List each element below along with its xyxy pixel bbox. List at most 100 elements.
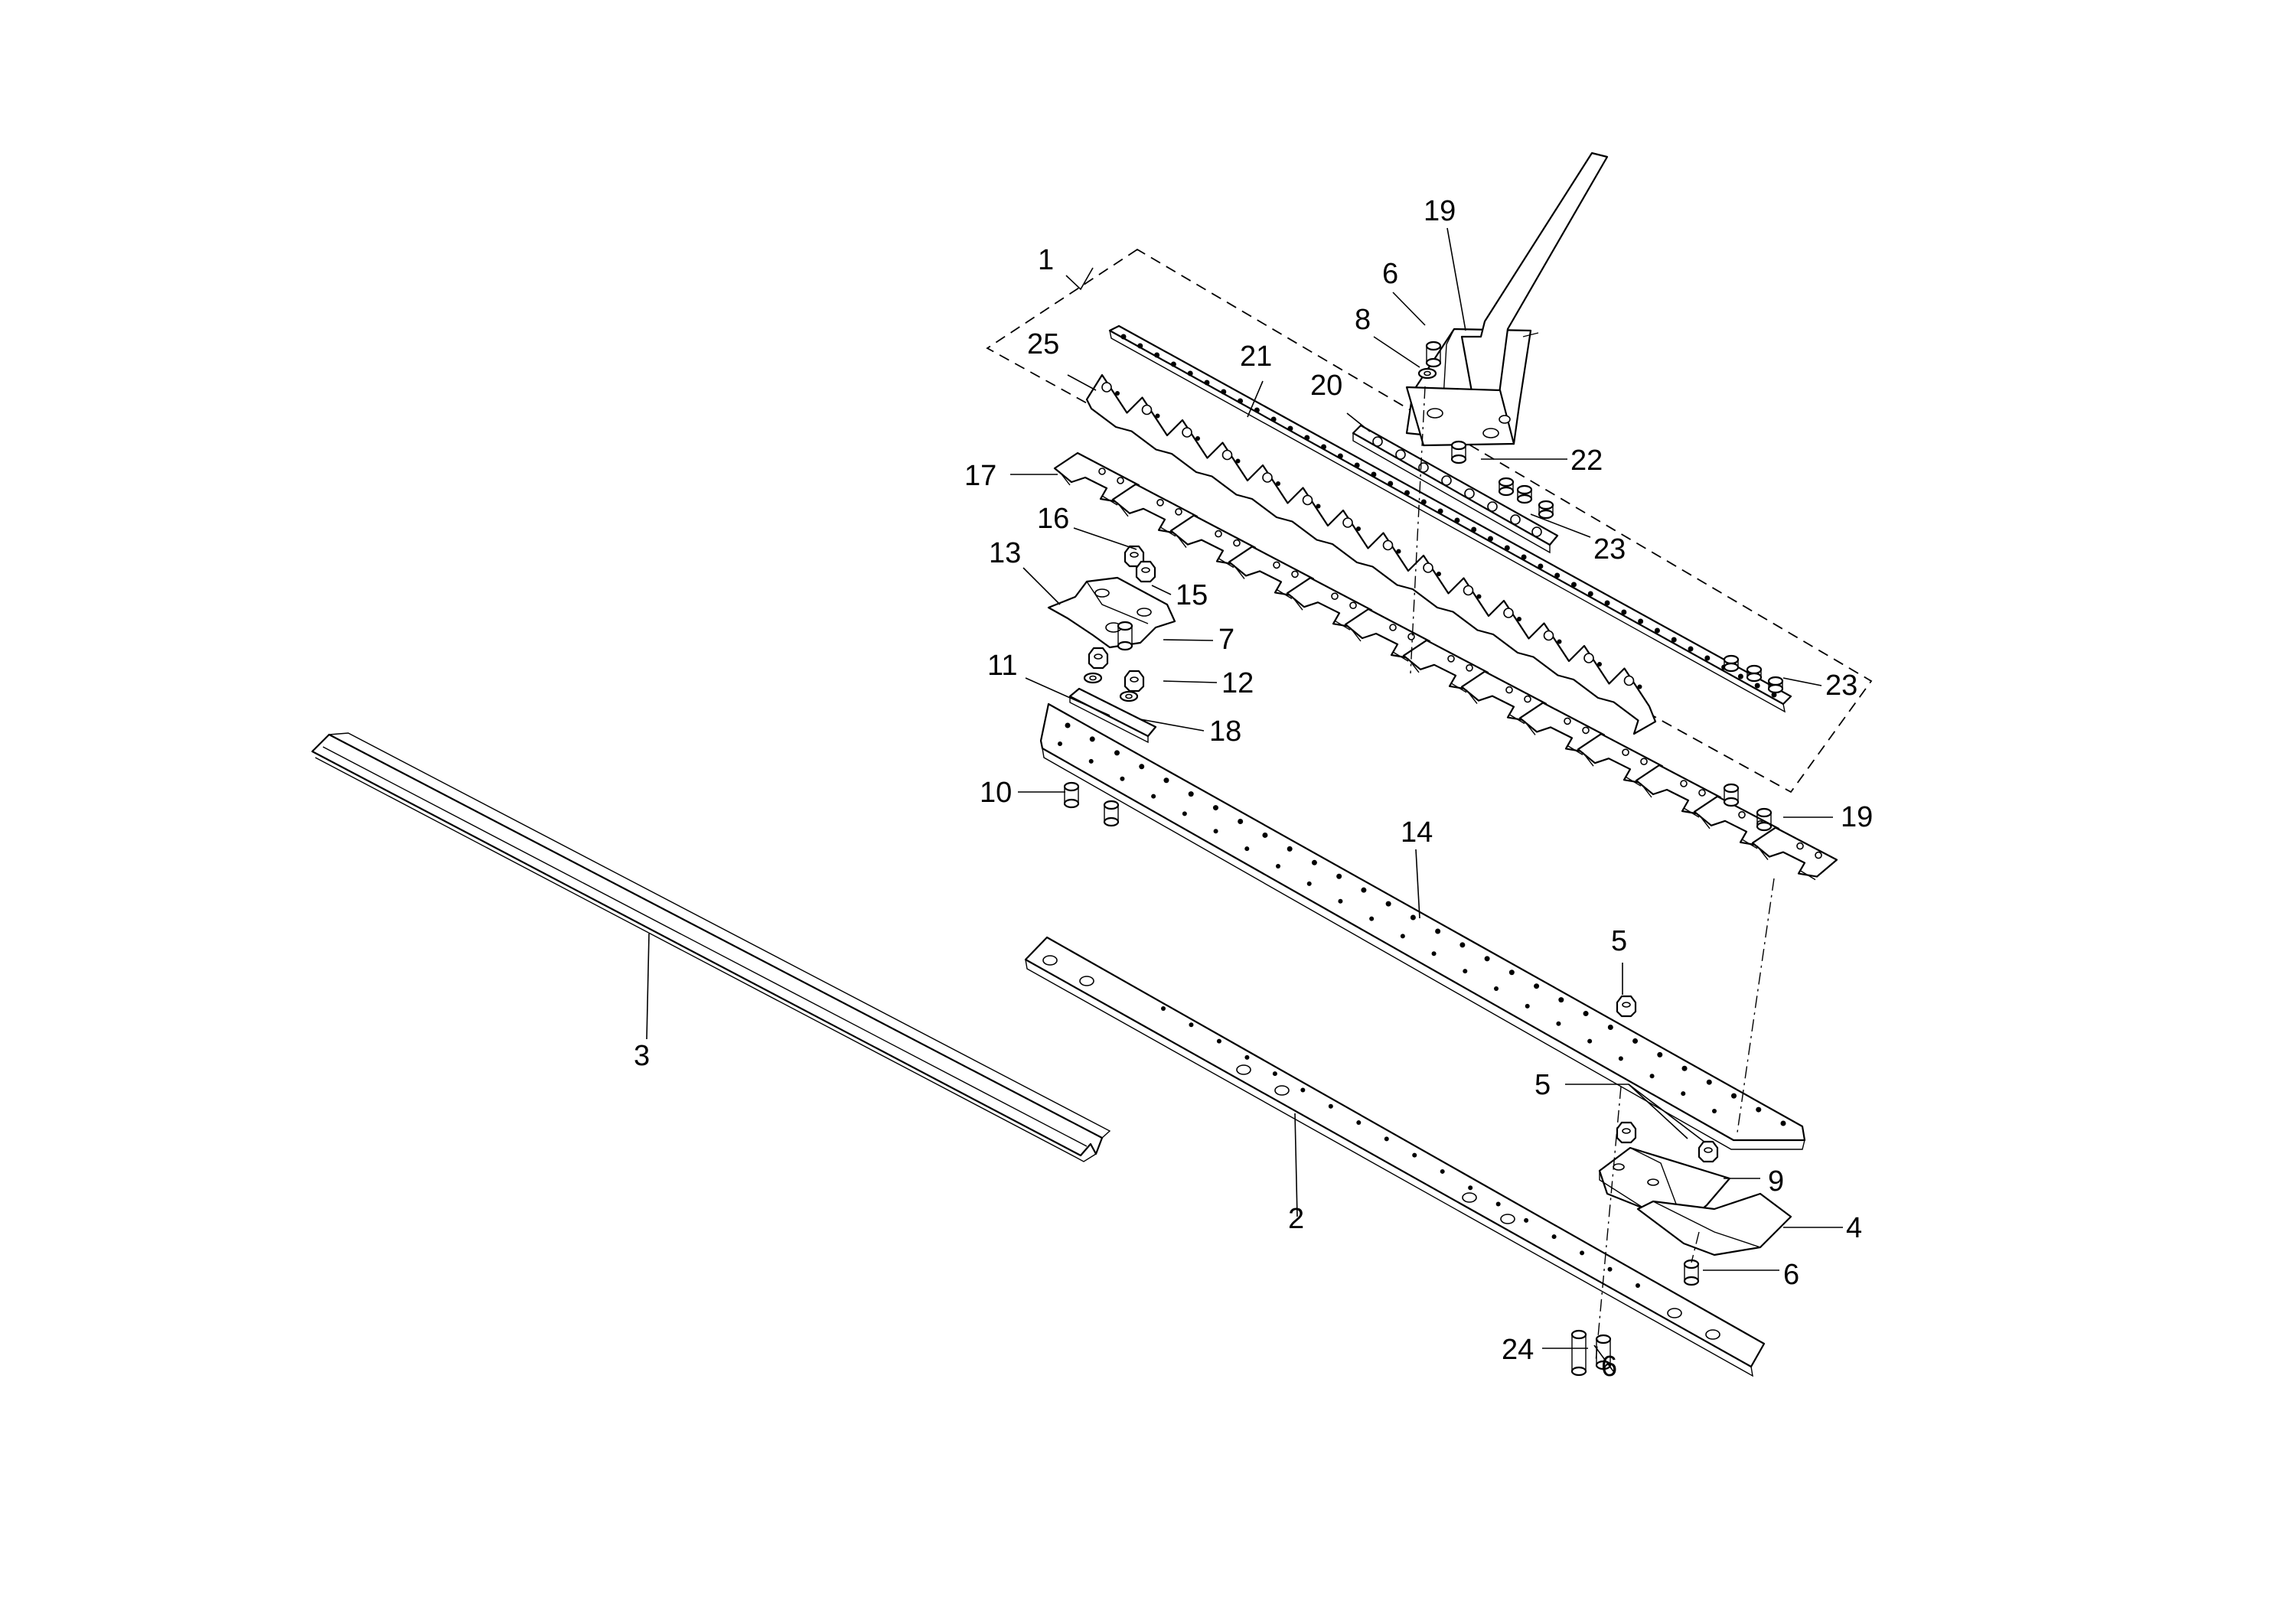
rivet-23f-end [1767,683,1784,694]
bar-hole [1204,380,1210,386]
bar-hole [1538,563,1544,569]
bar-hole [1388,481,1394,487]
callout-23b: 23 [1825,670,1857,702]
bar-hole [1262,832,1268,838]
part-25-sickle-sections [1085,373,1657,735]
section-rivet [1235,458,1241,464]
ledger-hole [1291,570,1299,578]
bar-hole [1328,1103,1333,1109]
bar-hole [1756,1106,1762,1113]
ledger-serration [1291,595,1351,631]
callout-5a: 5 [1611,925,1627,957]
section-rivet-hole [1623,675,1635,686]
alignment-line-1 [1410,386,1426,674]
alignment-line-2 [1737,878,1775,1133]
bar-hole [1065,722,1071,728]
nut-16-bore [1130,552,1139,558]
bar-hole [1681,1065,1688,1071]
ledger-serration [1175,533,1234,569]
bolt-15-bore [1141,567,1150,573]
section-rivet [1597,662,1602,666]
bar-hole [1487,536,1493,542]
callout-6c: 6 [1601,1351,1617,1383]
bar-hole [1244,1054,1250,1060]
section-rivet-hole [1221,449,1233,461]
bolt-24-shank [1571,1335,1587,1371]
part-4-wear-plate [1636,1192,1792,1256]
rivet-10a-shank [1064,787,1079,803]
ledger-hole [1389,624,1397,631]
callout-18: 18 [1209,715,1241,748]
washer-12a-bore [1089,675,1097,681]
rivet-23c [1538,500,1554,510]
ledger-hole [1640,758,1648,766]
bar-hole-large [1042,955,1058,966]
bolt-6-top-end [1425,357,1442,368]
bar-hole [1583,1011,1589,1017]
ledger-plate [1228,546,1315,597]
callout-4: 4 [1846,1212,1862,1244]
bar-hole [1337,453,1343,459]
bar-hole [1468,1185,1473,1191]
ledger-hole [1622,748,1629,757]
section-rivet [1356,526,1361,531]
washer-18-bore [1125,693,1133,699]
bar-hole [1321,444,1327,450]
bar-hole [1681,1091,1686,1097]
washer-8-bore [1424,370,1431,376]
section-rivet-hole [1382,539,1394,551]
ledger-hole [1349,601,1357,610]
section-rivet [1557,639,1562,644]
bar-hole [1306,881,1312,886]
bar-hole [1216,1038,1221,1044]
bar-hole [1494,986,1499,991]
section-rivet [1637,684,1642,689]
part-2-lower-bar [1024,936,1766,1377]
section-rivet-hole [1463,585,1474,596]
bar-hole [1385,901,1391,907]
bar-hole [1570,582,1577,588]
bar-hole [1524,1217,1529,1223]
section-rivet [1437,572,1441,576]
bar-hole-large [1462,1192,1477,1203]
ledger-hole [1098,468,1106,475]
bar-hole [1369,916,1375,921]
alignment-line-4 [1691,1231,1700,1263]
bar-hole-large [1236,1064,1251,1075]
ledger-hole [1215,530,1222,538]
bar-hole [1607,1024,1613,1030]
ledger-hole [1156,498,1164,507]
bar-hole [1587,591,1593,597]
nut-5b-bore [1622,1128,1631,1134]
ledger-serration [1058,471,1118,506]
ledger-serration [1524,720,1583,756]
bar-hole-large [1705,1329,1720,1340]
bar-hole [1120,334,1127,340]
bar-hole [1604,600,1610,606]
section-rivet-hole [1423,562,1433,573]
section-rivet [1195,436,1200,441]
sickle-section-strip [1085,373,1657,735]
bar-hole [1712,1109,1717,1113]
ledger-hole [1117,477,1124,484]
part-13-knife-head [1047,576,1176,649]
section-rivet-hole [1342,517,1353,528]
bar-hole [1580,1250,1585,1256]
callout-15: 15 [1176,579,1208,611]
bar-hole [1654,627,1660,634]
callout-6b: 6 [1783,1259,1799,1291]
bar-hole [1371,471,1377,477]
bolt-24-end [1570,1366,1587,1377]
callout-3: 3 [634,1040,650,1072]
bar-hole [1336,873,1342,879]
callout-labels: 1 2 3 4 5 5 6 6 6 7 8 9 10 11 12 13 14 1… [634,195,1873,1383]
callout-10: 10 [980,777,1012,809]
ledger-plate [1111,483,1199,534]
bar-hole [1618,1056,1623,1061]
ledger-hole [1331,592,1339,601]
nut-5a-bore [1622,1002,1631,1008]
ledger-plate [1053,451,1140,504]
bolt-22 [1450,440,1467,451]
callout-1: 1 [1038,244,1054,276]
nut-5c-bore [1704,1147,1713,1153]
